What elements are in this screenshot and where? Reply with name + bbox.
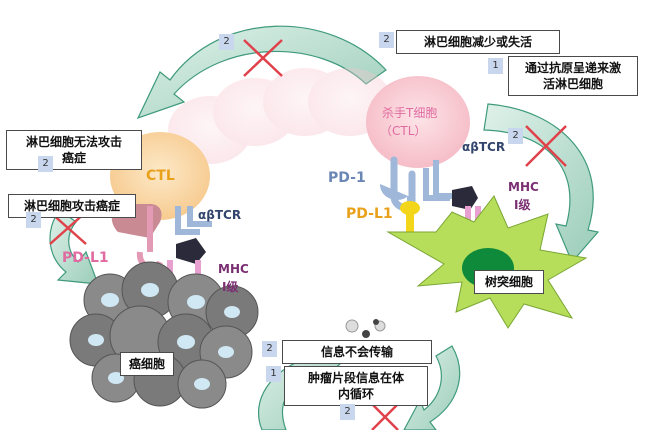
abtcr-left-label: αβTCR <box>198 208 242 222</box>
badge-top-left: 2 <box>219 34 234 50</box>
ctl-right-label-line2: （CTL） <box>380 124 427 138</box>
cross-bottom <box>371 403 399 430</box>
mhc-right-label-line1: MHC <box>508 180 539 194</box>
badge-cannot-attack: 2 <box>38 156 53 172</box>
bottom-right-curve-arrow <box>403 345 461 430</box>
callout-reduce-text: 淋巴细胞减少或失活 <box>423 35 532 49</box>
mhc-right-label-line2: I级 <box>514 198 531 212</box>
callout-circulate-line2: 内循环 <box>337 387 374 401</box>
pdl1-left-label: PD-L1 <box>62 250 109 266</box>
traveling-ctl-cells <box>168 68 392 164</box>
cross-top <box>243 39 283 77</box>
abtcr-right-label: αβTCR <box>462 140 506 154</box>
callout-circulate-line1: 肿瘤片段信息在体 <box>307 371 404 385</box>
badge-no-signal: 2 <box>262 341 277 357</box>
pd1-label: PD-1 <box>328 170 366 186</box>
badge-activate: 1 <box>488 58 503 74</box>
callout-cannot-line1: 淋巴细胞无法攻击 <box>25 135 122 149</box>
cross-right <box>525 125 567 167</box>
mhc-left-label-line1: MHC <box>218 262 249 276</box>
top-curve-arrow <box>136 25 387 120</box>
badge-circulate: 1 <box>266 366 281 382</box>
badge-attack: 2 <box>26 212 41 228</box>
callout-activate-line2: 活淋巴细胞 <box>542 77 603 91</box>
ctl-left-label: CTL <box>146 168 175 184</box>
badge-bottom: 2 <box>340 404 355 420</box>
tumor-fragments <box>345 319 386 338</box>
callout-no-signal-text: 信息不会传输 <box>320 345 393 359</box>
ctl-right-label-line1: 杀手T细胞 <box>382 106 438 120</box>
dendritic-cell-label: 树突细胞 <box>474 270 544 294</box>
callout-antigen-activate: 通过抗原呈递来激 活淋巴细胞 <box>508 56 638 96</box>
badge-reduce: 2 <box>379 32 394 48</box>
callout-no-signal: 信息不会传输 <box>282 340 432 364</box>
callout-attack-text: 淋巴细胞攻击癌症 <box>23 199 120 213</box>
badge-right-cross: 2 <box>508 128 523 144</box>
ctl-right-cell <box>366 76 470 168</box>
callout-cannot-attack: 淋巴细胞无法攻击 癌症 <box>6 130 142 170</box>
pdl1-right-label: PD-L1 <box>346 206 393 222</box>
cancer-cell-label: 癌细胞 <box>120 352 174 376</box>
callout-lymphocyte-reduce: 淋巴细胞减少或失活 <box>396 30 560 54</box>
callout-cannot-line2: 癌症 <box>61 151 86 165</box>
mhc-left-label-line2: I级 <box>222 280 239 294</box>
callout-tumor-circulate: 肿瘤片段信息在体 内循环 <box>284 366 428 406</box>
callout-activate-line1: 通过抗原呈递来激 <box>524 61 621 75</box>
